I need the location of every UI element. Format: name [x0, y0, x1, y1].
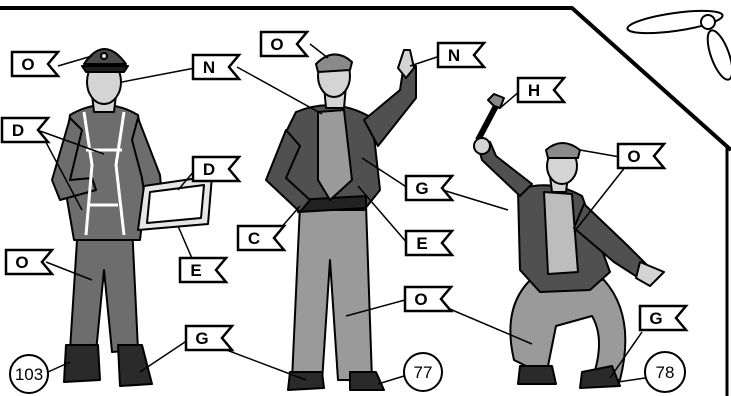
- callout-letter: E: [190, 261, 201, 280]
- callout-flag-h-wrench: H: [516, 76, 567, 104]
- callout-flag-shape: [0, 116, 51, 144]
- callout-letter: N: [203, 58, 215, 77]
- callout-flags: O N D D O E G O N G C E O H O G: [0, 30, 689, 352]
- callout-flag-shape: [191, 155, 242, 183]
- figure-mechanic-kneeling: [473, 93, 665, 389]
- figure-number-77-leader: [377, 375, 405, 385]
- figure-number-label: 77: [414, 363, 433, 382]
- callout-flag-shape: [638, 304, 689, 332]
- callout-letter: G: [649, 309, 662, 328]
- figure-number-78-leader: [617, 377, 646, 383]
- callout-letter: O: [270, 35, 283, 54]
- leader-lines: [39, 43, 643, 381]
- propeller-icon: [626, 9, 731, 81]
- callout-flag-shape: [184, 324, 235, 352]
- callout-flag-shape: [236, 224, 287, 252]
- figure-mechanic-pointing: [265, 49, 417, 391]
- callout-flag-shape: [403, 285, 454, 313]
- callout-flag-shape: [4, 248, 55, 276]
- callout-flag-shape: [191, 53, 242, 81]
- figure-number-103: 103: [9, 354, 49, 394]
- figure-pilot: [51, 48, 213, 387]
- callout-flag-o-pilot-cap: O: [10, 50, 61, 78]
- callout-flag-shape: [10, 50, 61, 78]
- callout-letter: G: [415, 179, 428, 198]
- callout-flag-e-mech-shirt: E: [404, 229, 455, 257]
- callout-flag-o-trousers: O: [403, 285, 454, 313]
- callout-flag-o-kneeler: O: [616, 142, 667, 170]
- callout-letter: H: [528, 81, 540, 100]
- callout-flag-shape: [436, 41, 487, 69]
- callout-flag-shape: [259, 30, 310, 58]
- callout-flag-e-clipboard: E: [178, 256, 229, 284]
- callout-letter: G: [195, 329, 208, 348]
- callout-letter: O: [627, 147, 640, 166]
- figure-number-label: 78: [656, 363, 675, 382]
- callout-flag-n-mech-hand: N: [436, 41, 487, 69]
- callout-flag-shape: [616, 142, 667, 170]
- frame: [0, 6, 731, 152]
- callout-letter: D: [203, 160, 215, 179]
- callout-flag-g-pilot-boots: G: [184, 324, 235, 352]
- callout-flag-n-pilot: N: [191, 53, 242, 81]
- callout-flag-shape: [404, 174, 455, 202]
- callout-flag-g-mech-jacket: G: [404, 174, 455, 202]
- callout-letter: O: [21, 55, 34, 74]
- callout-flag-g-kneeler-boots: G: [638, 304, 689, 332]
- figure-number-label: 103: [15, 365, 43, 384]
- callout-flag-shape: [404, 229, 455, 257]
- callout-letter: D: [12, 121, 24, 140]
- figure-number-78: 78: [644, 351, 686, 393]
- callout-flag-shape: [516, 76, 567, 104]
- callout-flag-shape: [178, 256, 229, 284]
- callout-letter: N: [448, 46, 460, 65]
- callout-flag-o-mech-cap: O: [259, 30, 310, 58]
- callout-letter: E: [416, 234, 427, 253]
- callout-letter: O: [15, 253, 28, 272]
- figure-number-103-leader: [47, 361, 71, 373]
- callout-flag-d-clipboard: D: [191, 155, 242, 183]
- callout-flag-d-pilot-harness: D: [0, 116, 51, 144]
- callout-flag-c-mech-belt: C: [236, 224, 287, 252]
- callout-flag-o-pilot-suit: O: [4, 248, 55, 276]
- figure-number-77: 77: [403, 352, 443, 392]
- callout-letter: C: [248, 229, 260, 248]
- callout-letter: O: [414, 290, 427, 309]
